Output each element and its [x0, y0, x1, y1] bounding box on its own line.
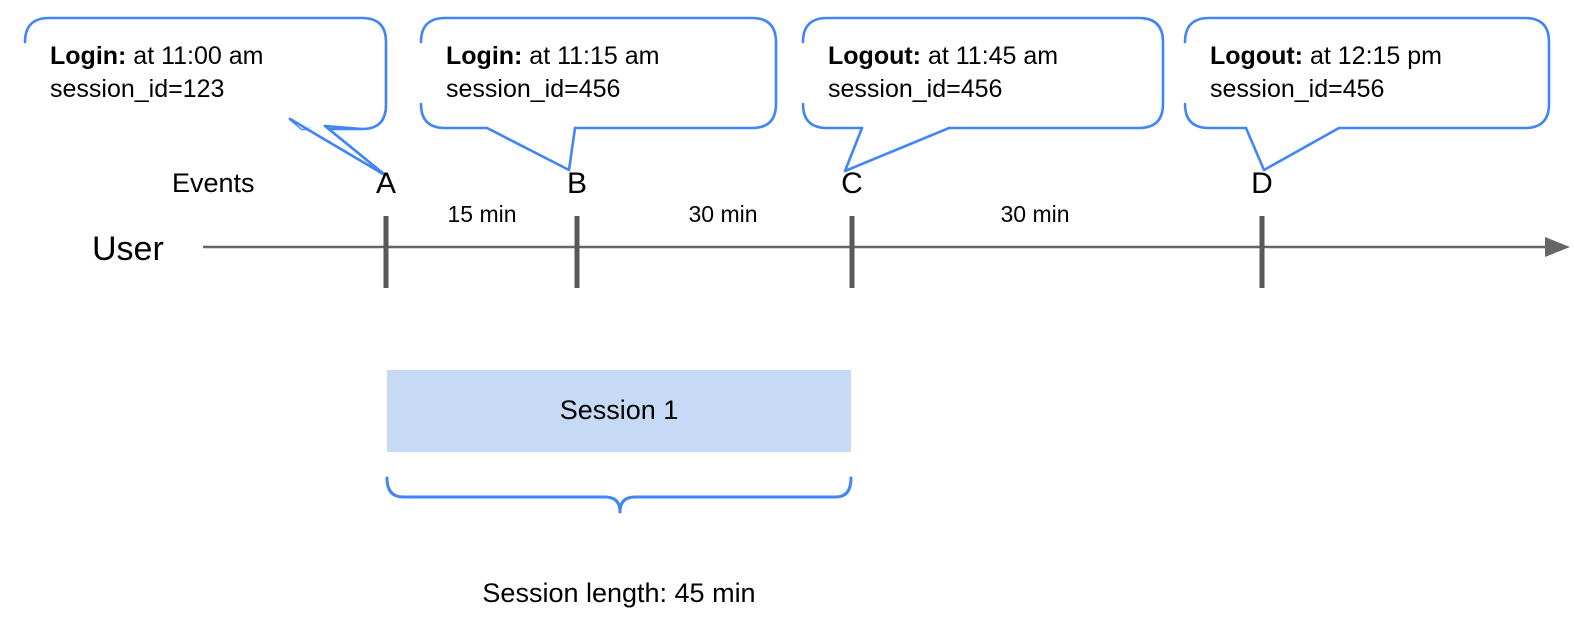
session-bar-label: Session 1: [559, 395, 679, 425]
callout-b-shape: [419, 16, 778, 172]
user-row-label: User: [92, 230, 164, 268]
callout-a-time: at 11:00 am: [126, 42, 264, 70]
callout-b-session: session_id=456: [446, 75, 621, 103]
callout-c-shape: [801, 16, 1165, 173]
callout-c-session: session_id=456: [828, 75, 1003, 103]
callout-b-event-type: Login:: [446, 42, 523, 70]
callout-d-shape: [1183, 16, 1551, 172]
session-length-label: Session length: 45 min: [482, 578, 756, 608]
timeline-axis: [203, 237, 1570, 257]
callout-a-session: session_id=123: [50, 75, 225, 103]
callout-b-time: at 11:15 am: [522, 42, 660, 70]
callout-c-time: at 11:45 am: [921, 42, 1059, 70]
callout-a-text: Login: at 11:00 am session_id=123: [50, 40, 263, 106]
callout-c-event-type: Logout:: [828, 42, 922, 70]
session-bar: [387, 370, 851, 452]
event-ticks: [383, 216, 1265, 288]
event-letter-b: B: [566, 167, 588, 200]
interval-label-cd: 30 min: [1000, 201, 1070, 227]
session-brace: [385, 476, 853, 514]
callout-a-event-type: Login:: [50, 42, 127, 70]
event-letter-c: C: [841, 167, 863, 200]
callout-a-shape: [23, 16, 388, 177]
callout-c-text: Logout: at 11:45 am session_id=456: [828, 40, 1058, 106]
callout-b-text: Login: at 11:15 am session_id=456: [446, 40, 659, 106]
callout-d-event-type: Logout:: [1210, 42, 1304, 70]
callout-d-time: at 12:15 pm: [1303, 42, 1442, 70]
interval-label-bc: 30 min: [688, 201, 758, 227]
event-letter-a: A: [375, 167, 397, 200]
events-row-label: Events: [172, 168, 255, 198]
callout-d-session: session_id=456: [1210, 75, 1385, 103]
interval-label-ab: 15 min: [447, 201, 517, 227]
callout-d-text: Logout: at 12:15 pm session_id=456: [1210, 40, 1442, 106]
event-letter-d: D: [1251, 167, 1273, 200]
